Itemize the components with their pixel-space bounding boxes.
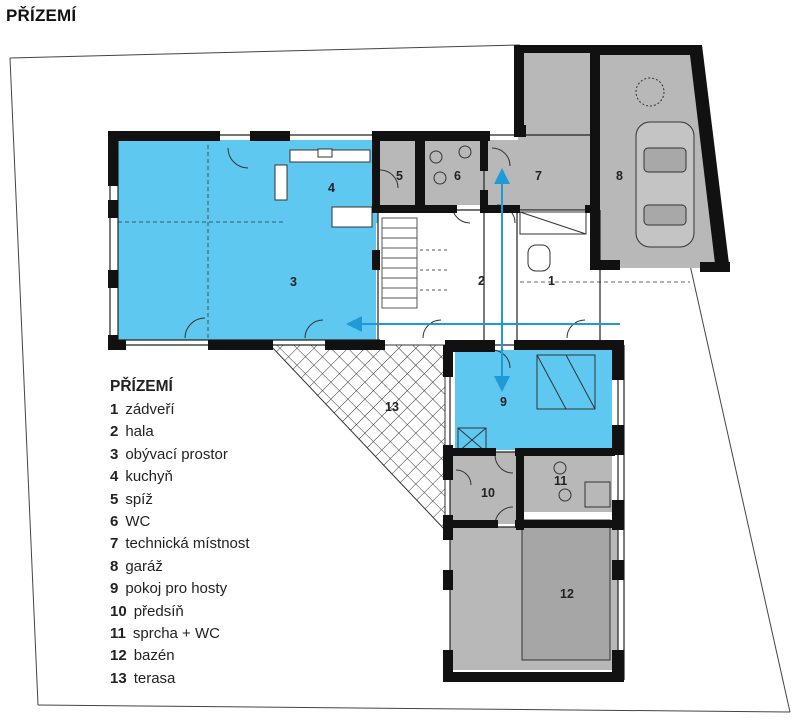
legend-item-name: předsíň [133, 602, 184, 620]
legend-item: 5 spíž [110, 489, 250, 511]
circulation-arrows [346, 168, 620, 392]
legend-item: 3 obývací prostor [110, 444, 250, 466]
legend-title: PŘÍZEMÍ [110, 378, 173, 395]
legend-item: 9 pokoj pro hosty [110, 578, 250, 600]
legend-item: 11 sprcha + WC [110, 623, 250, 645]
label-room-3: 3 [290, 275, 297, 289]
legend-item-name: bazén [133, 647, 175, 665]
legend-item: 8 garáž [110, 556, 250, 578]
label-room-1: 1 [548, 274, 555, 288]
legend-item: 1 zádveří [110, 399, 250, 421]
legend-item-number: 13 [110, 669, 127, 687]
legend-item-number: 3 [110, 445, 119, 463]
garage-car [635, 77, 695, 248]
legend-item-number: 11 [110, 625, 126, 643]
room-10-hall [450, 452, 520, 524]
staircase [381, 217, 450, 309]
legend-item: 13 terasa [110, 668, 250, 690]
legend-item: 6 WC [110, 511, 250, 533]
legend-item: 7 technická místnost [110, 533, 250, 555]
legend-item-number: 5 [110, 490, 119, 508]
label-room-7: 7 [535, 169, 542, 183]
plan-heading: PŘÍZEMÍ [6, 6, 77, 25]
label-room-13: 13 [385, 400, 399, 414]
solid-walls [108, 45, 730, 682]
label-room-8: 8 [616, 169, 623, 183]
legend-item: 4 kuchyň [110, 466, 250, 488]
label-room-6: 6 [454, 169, 461, 183]
room-5-pantry [378, 140, 422, 205]
legend-item-name: kuchyň [125, 468, 173, 486]
legend-item-name: spíž [125, 490, 153, 508]
legend-item: 10 předsíň [110, 601, 250, 623]
kitchen-counters [274, 148, 373, 228]
legend-item-number: 6 [110, 513, 119, 531]
legend-item-number: 12 [110, 647, 127, 665]
legend-item: 12 bazén [110, 645, 250, 667]
legend-item-name: garáž [125, 557, 163, 575]
label-room-5: 5 [396, 169, 403, 183]
label-room-4: 4 [328, 181, 335, 195]
legend-item-name: pokoj pro hosty [125, 580, 228, 598]
room-9-guest-room [455, 350, 612, 450]
legend-item-name: sprcha + WC [132, 625, 220, 643]
label-room-12: 12 [560, 587, 574, 601]
legend-item-number: 4 [110, 468, 119, 486]
legend-item-name: WC [125, 513, 151, 531]
legend-item-name: obývací prostor [125, 445, 228, 463]
legend-item-name: technická místnost [125, 535, 250, 553]
label-room-9: 9 [500, 395, 507, 409]
label-room-2: 2 [478, 274, 485, 288]
legend-item-number: 2 [110, 423, 119, 441]
legend-item: 2 hala [110, 421, 250, 443]
label-room-10: 10 [481, 486, 495, 500]
legend-item-name: zádveří [125, 401, 175, 418]
room-labels: 1 2 3 4 5 6 7 8 9 10 11 12 13 [290, 169, 623, 601]
legend-item-number: 8 [110, 557, 119, 575]
legend-item-name: hala [125, 423, 154, 441]
label-room-11: 11 [554, 474, 567, 488]
pool-basin [521, 519, 611, 661]
legend-list: 1 zádveří 2 hala 3 obývací prostor 4 kuchyň 5 spí… [110, 399, 250, 690]
legend-item-number: 10 [110, 602, 127, 620]
legend-item-number: 1 [110, 401, 119, 418]
legend-item-name: terasa [133, 669, 176, 687]
room-13-terrace [268, 344, 446, 532]
legend-item-number: 9 [110, 580, 119, 598]
legend-item-number: 7 [110, 535, 119, 553]
plot-boundary [9, 44, 791, 713]
room-legend: PŘÍZEMÍ 1 zádveří 2 hala 3 obývací prostor 4 ku… [110, 378, 250, 690]
